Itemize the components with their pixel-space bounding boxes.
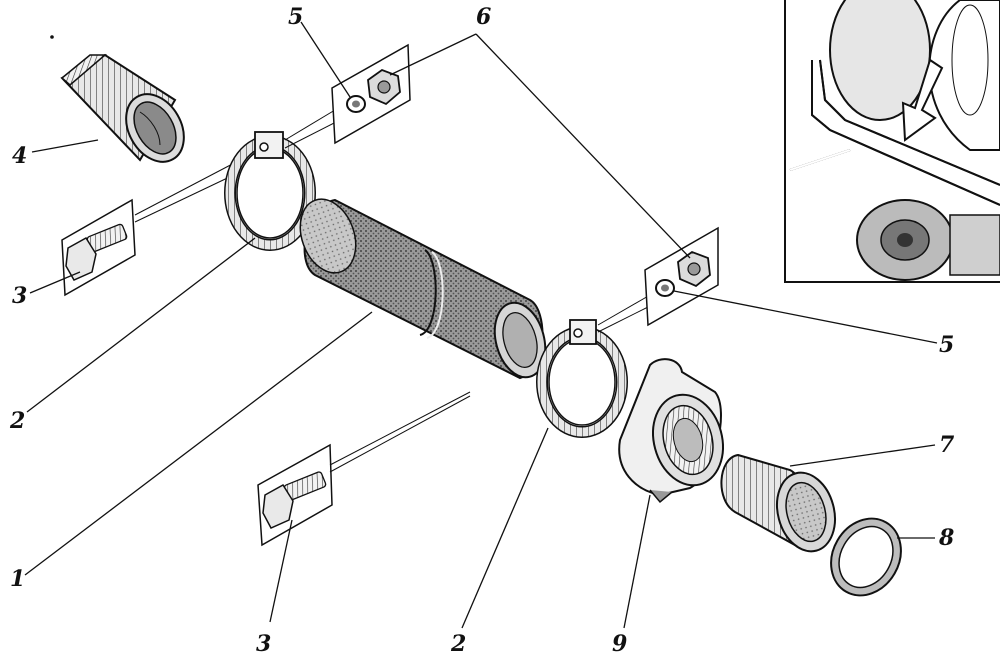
- part-3-bolt-upper: [61, 159, 241, 297]
- callout-labels: 4 3 2 1 5 6 5 7 8 3 2 9: [9, 4, 955, 657]
- inset-view: [784, 0, 1000, 283]
- callout-4: 4: [12, 143, 27, 169]
- callout-2-right: 2: [450, 631, 466, 657]
- part-2-clamp-left: [224, 109, 341, 251]
- part-8-gasket: [830, 517, 902, 597]
- part-9-flange: [618, 358, 724, 504]
- callout-3-lower: 3: [256, 631, 271, 657]
- callout-3-upper: 3: [12, 283, 27, 309]
- inset-tank: [829, 0, 931, 121]
- part-3-bolt-lower: [257, 391, 471, 547]
- part-5-6-washer-nut-upper: [331, 43, 411, 145]
- part-7-fitting: [720, 453, 836, 553]
- callout-5-right: 5: [939, 332, 954, 358]
- callout-6: 6: [476, 4, 491, 30]
- callout-7: 7: [939, 432, 955, 458]
- part-2-clamp-right: [536, 294, 653, 438]
- callout-8: 8: [938, 525, 954, 551]
- callout-1: 1: [10, 566, 25, 592]
- inset-arrow-icon: [901, 58, 944, 142]
- part-4-threaded-sleeve: [60, 53, 185, 163]
- callout-2-left: 2: [9, 408, 25, 434]
- part-1-hose: [299, 198, 547, 380]
- callout-5-upper: 5: [288, 4, 303, 30]
- leader-lines: [24, 21, 938, 629]
- part-5-6-washer-nut-right: [644, 226, 719, 327]
- callout-9: 9: [612, 631, 627, 657]
